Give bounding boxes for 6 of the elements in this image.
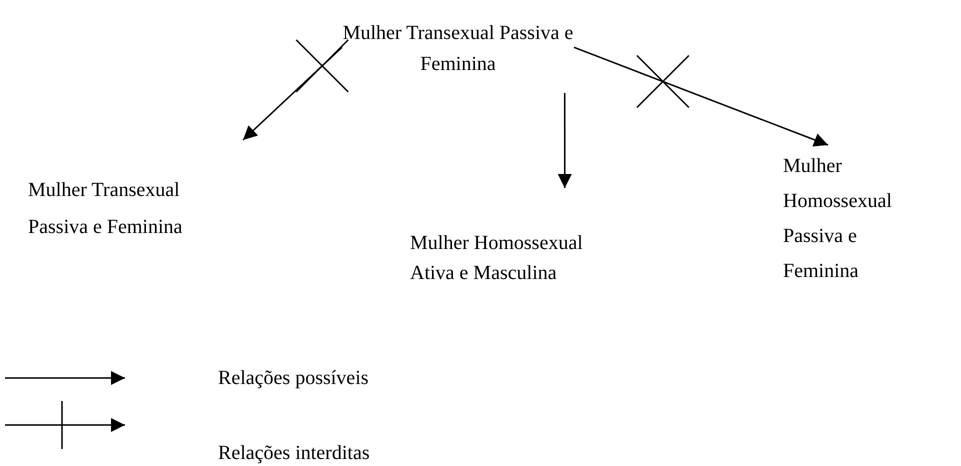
node-label: Mulher Homossexual Ativa e Masculina [410,231,584,286]
node-label: Mulher Transexual Passiva e Feminina [28,178,184,240]
node-label: Mulher Transexual Passiva e Feminina [342,21,574,77]
legend-label: Relações interditas [218,442,370,464]
legend-label: Relações possíveis [218,367,369,389]
node-label: Mulher Homossexual Passiva e Feminina [783,154,893,284]
